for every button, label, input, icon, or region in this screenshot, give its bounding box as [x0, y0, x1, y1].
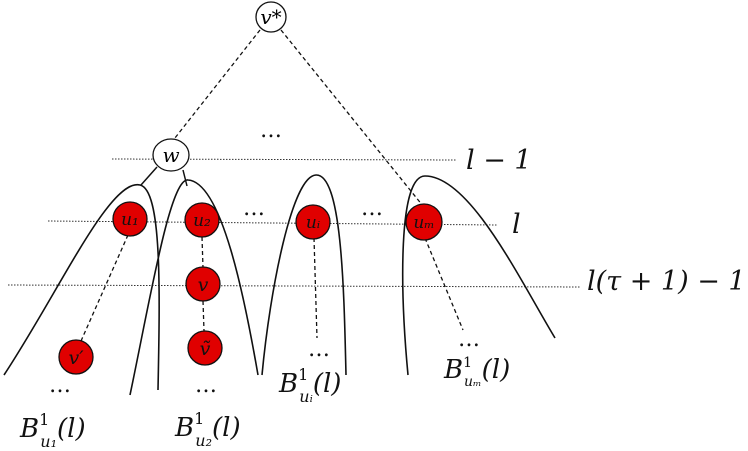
node-u2: u₂	[184, 202, 220, 238]
level-label-l-minus-1: l − 1	[466, 145, 532, 176]
dots-u2-ui: …	[243, 196, 265, 221]
dots-u2-bottom: …	[195, 373, 217, 398]
dots-ui-um: …	[361, 196, 383, 221]
edge-w-right	[182, 169, 188, 187]
svg-text:uᵢ: uᵢ	[306, 213, 320, 233]
edge-ui-down	[313, 237, 318, 339]
node-w: w	[152, 138, 190, 172]
branch-curve-ui	[261, 174, 347, 376]
node-v: v	[185, 266, 221, 302]
svg-text:ṽ: ṽ	[200, 338, 211, 360]
svg-text:u₁: u₁	[121, 210, 139, 230]
svg-text:uₘ: uₘ	[413, 213, 434, 233]
dots-top: …	[260, 118, 282, 143]
branch-curve-u2	[129, 179, 259, 396]
dots-um-bottom: …	[458, 327, 480, 352]
edge-w-left	[140, 166, 158, 186]
edge-u1-vprime	[80, 234, 129, 342]
node-um: uₘ	[405, 203, 443, 241]
level-label-l-tau: l(τ + 1) − 1	[587, 266, 746, 297]
node-u1: u₁	[112, 201, 148, 237]
level-line-l-tau	[7, 284, 581, 288]
level-label-l: l	[512, 209, 521, 240]
svg-text:w: w	[162, 143, 179, 167]
edge-vstar-um	[280, 29, 424, 207]
node-ui: uᵢ	[295, 204, 331, 240]
svg-text:u₂: u₂	[193, 211, 211, 231]
node-v-star: v*	[255, 1, 287, 33]
edge-v-vtilde	[202, 300, 205, 332]
node-v-tilde: ṽ	[187, 330, 223, 366]
node-v-prime: v′	[58, 339, 94, 375]
svg-text:v*: v*	[260, 5, 281, 29]
branch-curve-u1	[3, 184, 160, 391]
branch-curve-um	[401, 175, 556, 376]
svg-text:v′: v′	[68, 347, 84, 369]
edge-um-down	[424, 237, 464, 331]
edge-u2-v	[201, 236, 204, 269]
dots-ui-bottom: …	[308, 337, 330, 362]
svg-text:v: v	[198, 274, 209, 296]
edge-vstar-w	[170, 29, 261, 144]
dots-u1-bottom: …	[49, 373, 71, 398]
